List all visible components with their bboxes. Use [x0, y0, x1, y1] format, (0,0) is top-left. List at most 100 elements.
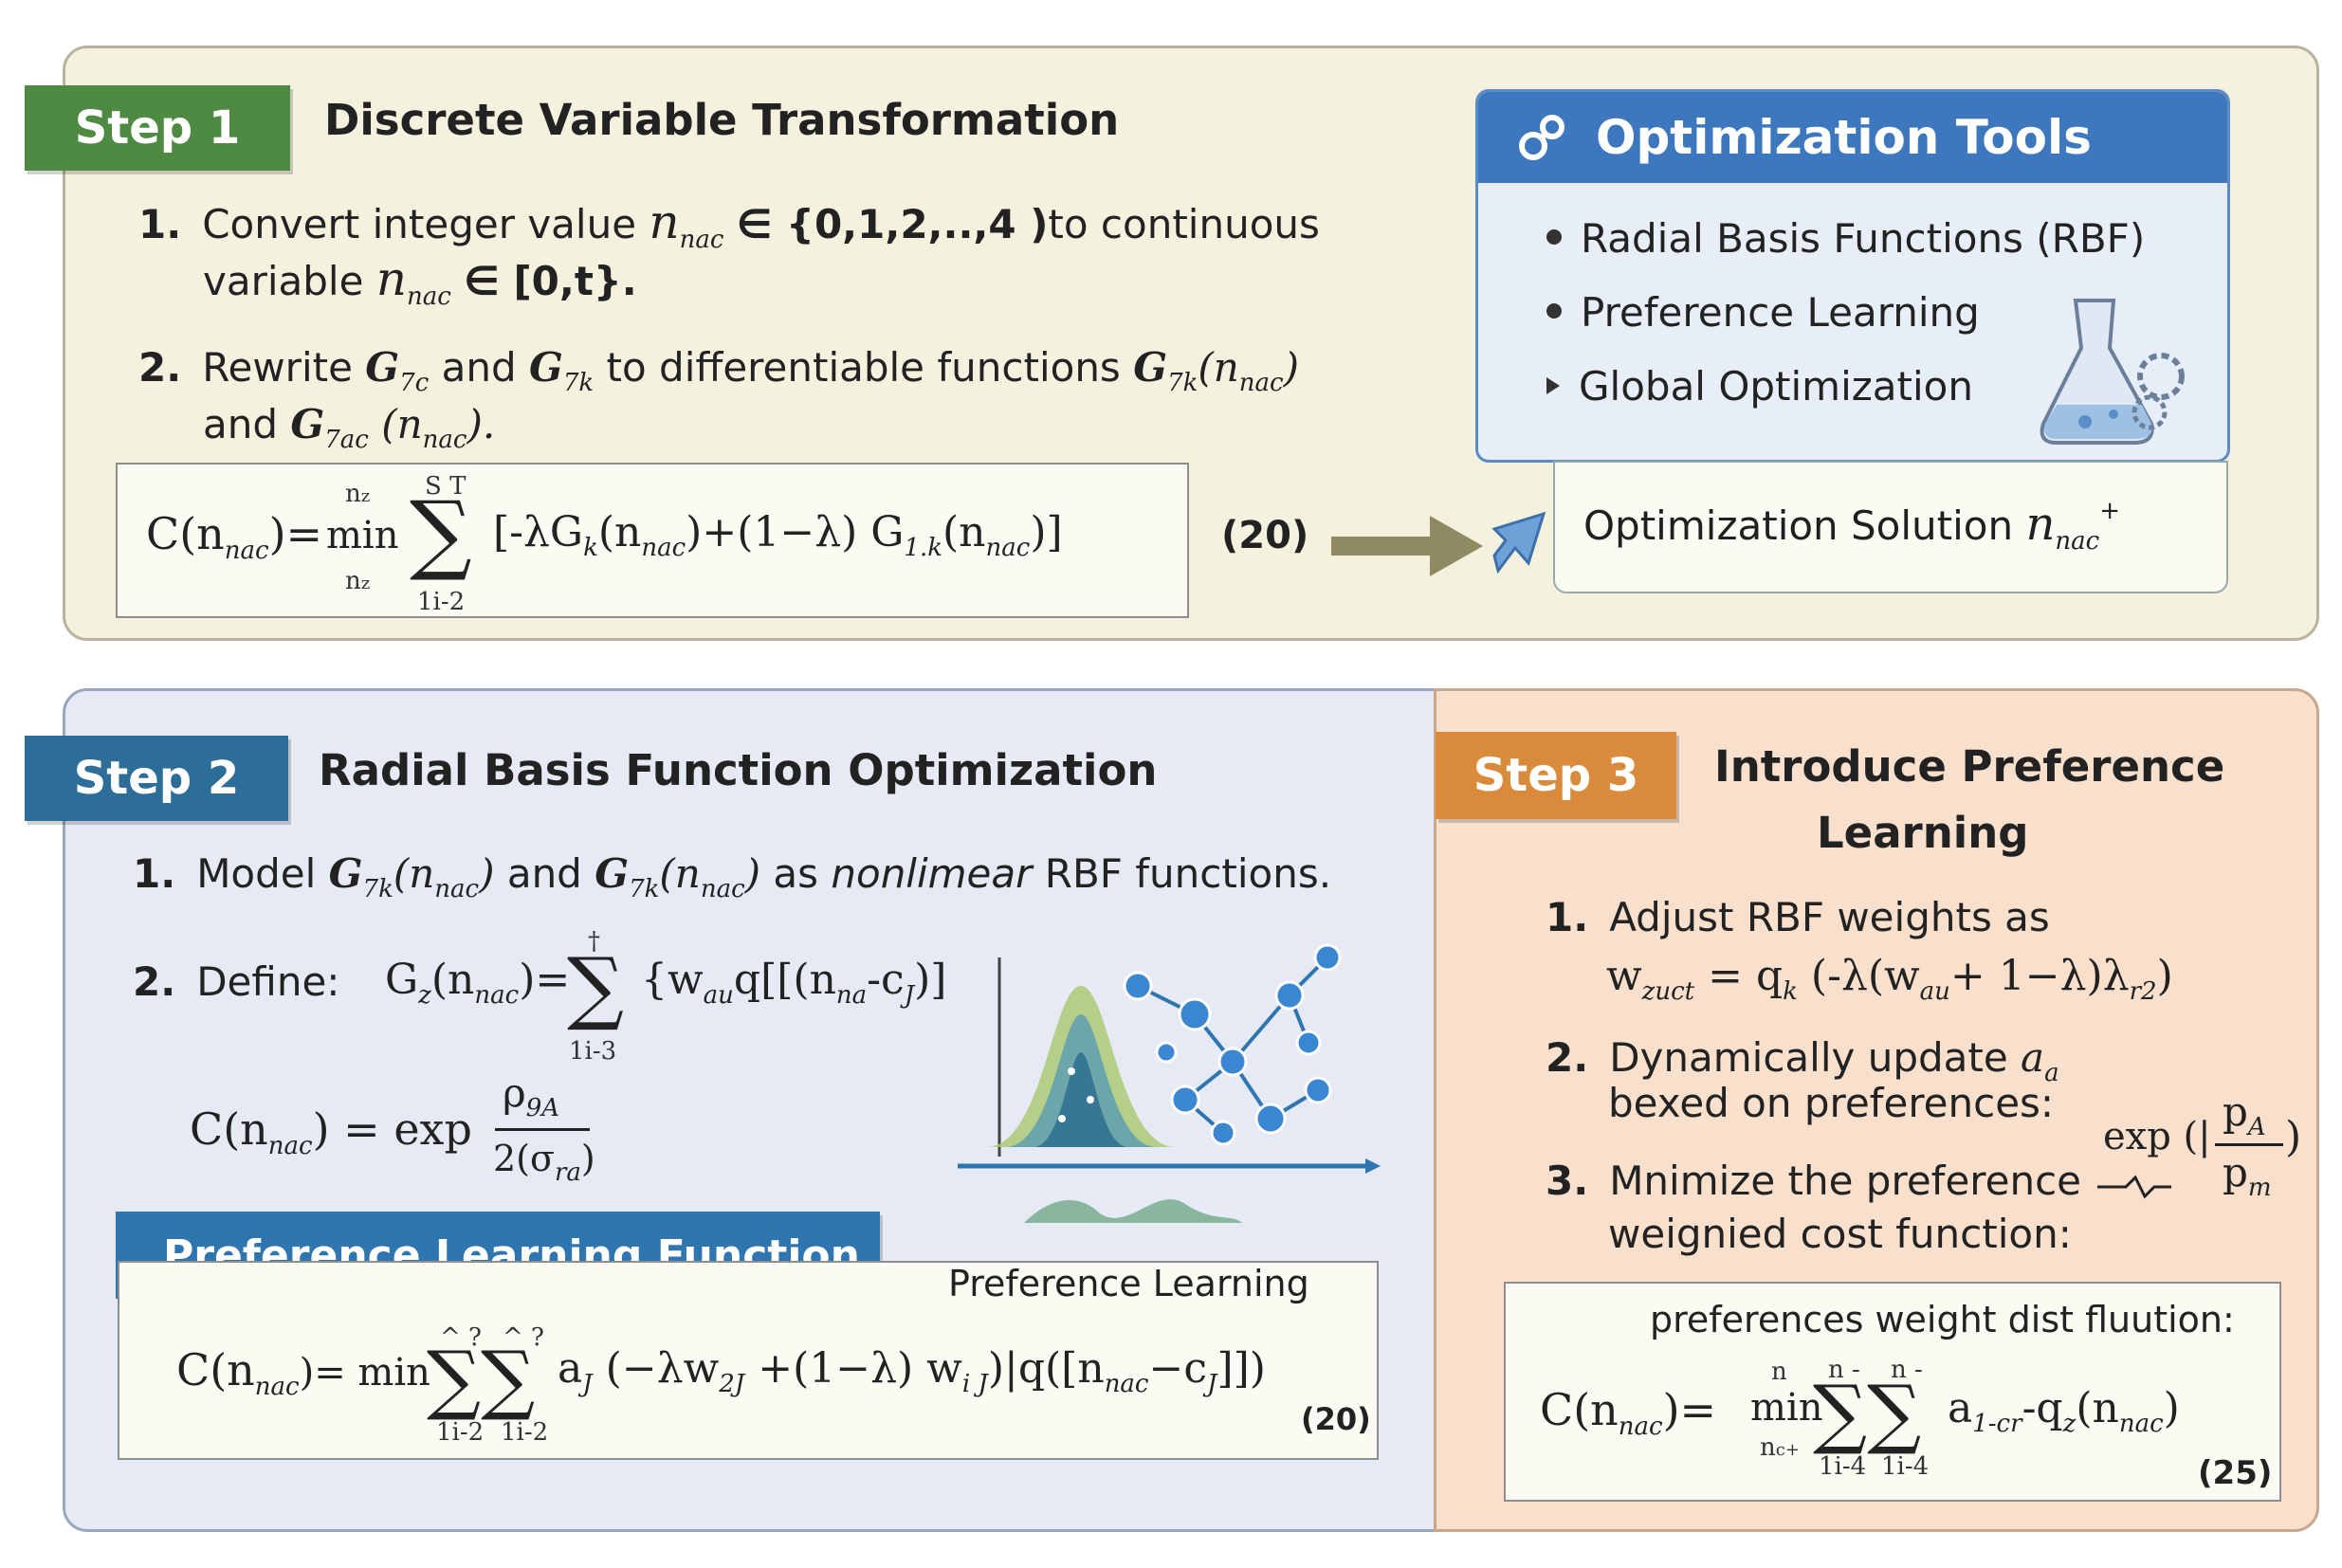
step2-eq-b6: ]]) [1217, 1344, 1266, 1393]
step1-eq-b4-sub: nac [985, 534, 1031, 562]
optimization-solution-label: Optimization Solution [1583, 502, 2014, 549]
step2-eq-b3-sub: i J [961, 1370, 988, 1398]
step2-eq-b2: (−λw [605, 1344, 720, 1393]
step2-item1-g1: G [328, 850, 363, 897]
step3-exp-close: ) [2285, 1113, 2302, 1161]
optimization-tools-box: Optimization Tools Radial Basis Function… [1475, 89, 2230, 463]
step2-eq-b5-sub: J [1207, 1370, 1217, 1398]
step2-item1-arg1-close: ) [479, 850, 495, 897]
step3-eq-b2: -q [2022, 1384, 2063, 1432]
step1-eq-b5: )] [1030, 508, 1063, 556]
step3-item1-text: Adjust RBF weights as [1609, 894, 2050, 940]
step1-eq-sum-symbol: ∑ [410, 483, 472, 584]
step1-item2-line2-arg: (n [381, 401, 423, 447]
step1-equation-box [116, 463, 1189, 618]
step2-def-g: G [385, 956, 419, 1004]
step2-def-arg: (n [430, 956, 475, 1004]
step3-title-line2: Learning [1817, 808, 2029, 858]
step2-define-lhs: Gz(nnac)= [385, 956, 570, 1010]
step1-eq-b1: [-λG [493, 508, 584, 556]
step3-title-line1: Introduce Preference [1714, 741, 2225, 792]
step3-eq-min-sup: n [1771, 1358, 1787, 1386]
step1-eq-min-sup: nz [345, 480, 370, 508]
step3-item1-num: 1. [1546, 894, 1589, 940]
step3-eq-number: (25) [2198, 1454, 2273, 1492]
step3-eq-c-close: )= [1662, 1384, 1717, 1435]
step1-item1-line2-var: n [375, 251, 407, 306]
step1-eq-sum-bottom: 1i-2 [417, 588, 466, 616]
step3-item2-var: a [2021, 1034, 2045, 1081]
step2-item1-italic: nonlimear [831, 850, 1033, 897]
step3-item1-eq-b2: + 1−λ)λ [1949, 952, 2130, 1000]
step3-item2-text-a: Dynamically update [1609, 1034, 2008, 1081]
flask-gears-icon [2040, 299, 2185, 445]
step1-item1-text-a: Convert integer value [202, 201, 637, 247]
step1-item2-line2-and: and [203, 401, 279, 447]
step1-eq-min: min [326, 514, 399, 557]
step3-exp-den-sub: m [2247, 1174, 2272, 1202]
step1-item2-text-b: to differentiable functions [606, 344, 1121, 391]
step3-item2-line2: bexed on preferences: [1608, 1080, 2055, 1126]
step3-eq-b3-sub: nac [2118, 1410, 2164, 1438]
step1-item2-num: 2. [138, 344, 182, 391]
step3-item1-eq-b1: (-λ(w [1810, 952, 1920, 1000]
step2-def-sum-top: † [588, 927, 600, 956]
step3-item1: 1. Adjust RBF weights as [1546, 889, 2050, 946]
step2-item1-num: 1. [133, 850, 176, 897]
step2-eq-sum2-top: ^ ? [503, 1323, 544, 1352]
step1-eq-b3-sub: 1.k [904, 534, 942, 562]
step1-item1-line2-a: variable [203, 258, 364, 304]
step3-item1-eq-q-sub: k [1783, 977, 1798, 1006]
step2-item1-arg2-close: ) [744, 850, 761, 897]
step2-def-sum-symbol: ∑ [567, 940, 624, 1033]
step2-eq-b4: )|q([n [987, 1344, 1105, 1393]
step2-tab: Step 2 [25, 736, 288, 821]
gear-link-icon [1519, 115, 1564, 160]
step1-item2-g1-sub: 7c [399, 369, 430, 397]
step1-item2-g2: G [529, 344, 563, 391]
step3-box-label: preferences weight dist fluution: [1650, 1299, 2235, 1340]
step2-def-sum-bottom: 1i-3 [569, 1037, 617, 1066]
step3-eq-sum2-bottom: 1i-4 [1881, 1452, 1930, 1481]
step2-eq-sum-symbols: ∑∑ [427, 1335, 536, 1423]
cursor-icon [1491, 511, 1546, 574]
step1-item1-line2-set: ∈ [0,t}. [464, 258, 637, 304]
preference-learning-label: Preference Learning [948, 1263, 1309, 1304]
step3-item3-num: 3. [1546, 1158, 1589, 1204]
step3-eq-body: a1-cr-qz(nnac) [1948, 1384, 2180, 1438]
step1-item2-text-a: Rewrite [202, 344, 353, 391]
step2-eq-number: (20) [1301, 1401, 1371, 1437]
step2-eq-sum2-bottom: 1i-2 [501, 1418, 549, 1447]
tools-item-preference-label: Preference Learning [1581, 289, 1980, 336]
step1-eq-number: (20) [1221, 514, 1309, 557]
tools-item-preference: Preference Learning [1546, 289, 1980, 336]
step1-item2-g4-sub: 7ac [324, 426, 369, 454]
step1-item2: 2.Rewrite G7c and G7k to differentiable … [138, 339, 1299, 411]
optimization-solution-text: Optimization Solution nnac+ [1583, 497, 2120, 556]
step2-eq-c-close: )= min [299, 1351, 430, 1395]
step3-eq-sum1-top: n - [1828, 1356, 1860, 1384]
step2-c-num: ρ [503, 1069, 526, 1116]
step3-item1-eq-w: w [1606, 952, 1642, 1000]
step2-item1-g2-sub: 7k [629, 875, 660, 903]
optimization-tools-header: Optimization Tools [1478, 92, 2227, 183]
step2-eq-lhs: C(nnac)= min [176, 1344, 430, 1401]
step3-eq-min-sub-sub: c+ [1775, 1440, 1800, 1460]
step3-item3-line2: weignied cost function: [1608, 1211, 2072, 1257]
tools-item-global-label: Global Optimization [1579, 363, 1974, 410]
step2-c-lhs: C(n [190, 1103, 268, 1155]
step2-def-arg-sub: nac [474, 981, 520, 1010]
step2-eq-b1: a [558, 1344, 583, 1393]
step3-exp-den: p [2223, 1149, 2248, 1195]
step1-eq-lhs-sub: nac [224, 537, 269, 565]
step1-tab: Step 1 [25, 85, 290, 171]
step1-eq-b2-sub: nac [641, 534, 686, 562]
step3-eq-c-sub: nac [1618, 1413, 1663, 1441]
step1-item1: 1.Convert integer value nnac ∈ {0,1,2,..… [138, 193, 1320, 268]
step2-item1-arg1: (n [393, 850, 435, 897]
step1-item1-line2: variable nnac ∈ [0,t}. [203, 250, 637, 325]
step3-item2: 2.Dynamically update aa [1546, 1030, 2059, 1102]
step1-item1-line2-sub: nac [407, 283, 451, 311]
step2-eq-body: aJ (−λw2J +(1−λ) wi J)|q([nnac−cJ]]) [558, 1344, 1266, 1398]
step2-def-body: {wauq[[(nna-cJ)] [641, 956, 946, 1010]
